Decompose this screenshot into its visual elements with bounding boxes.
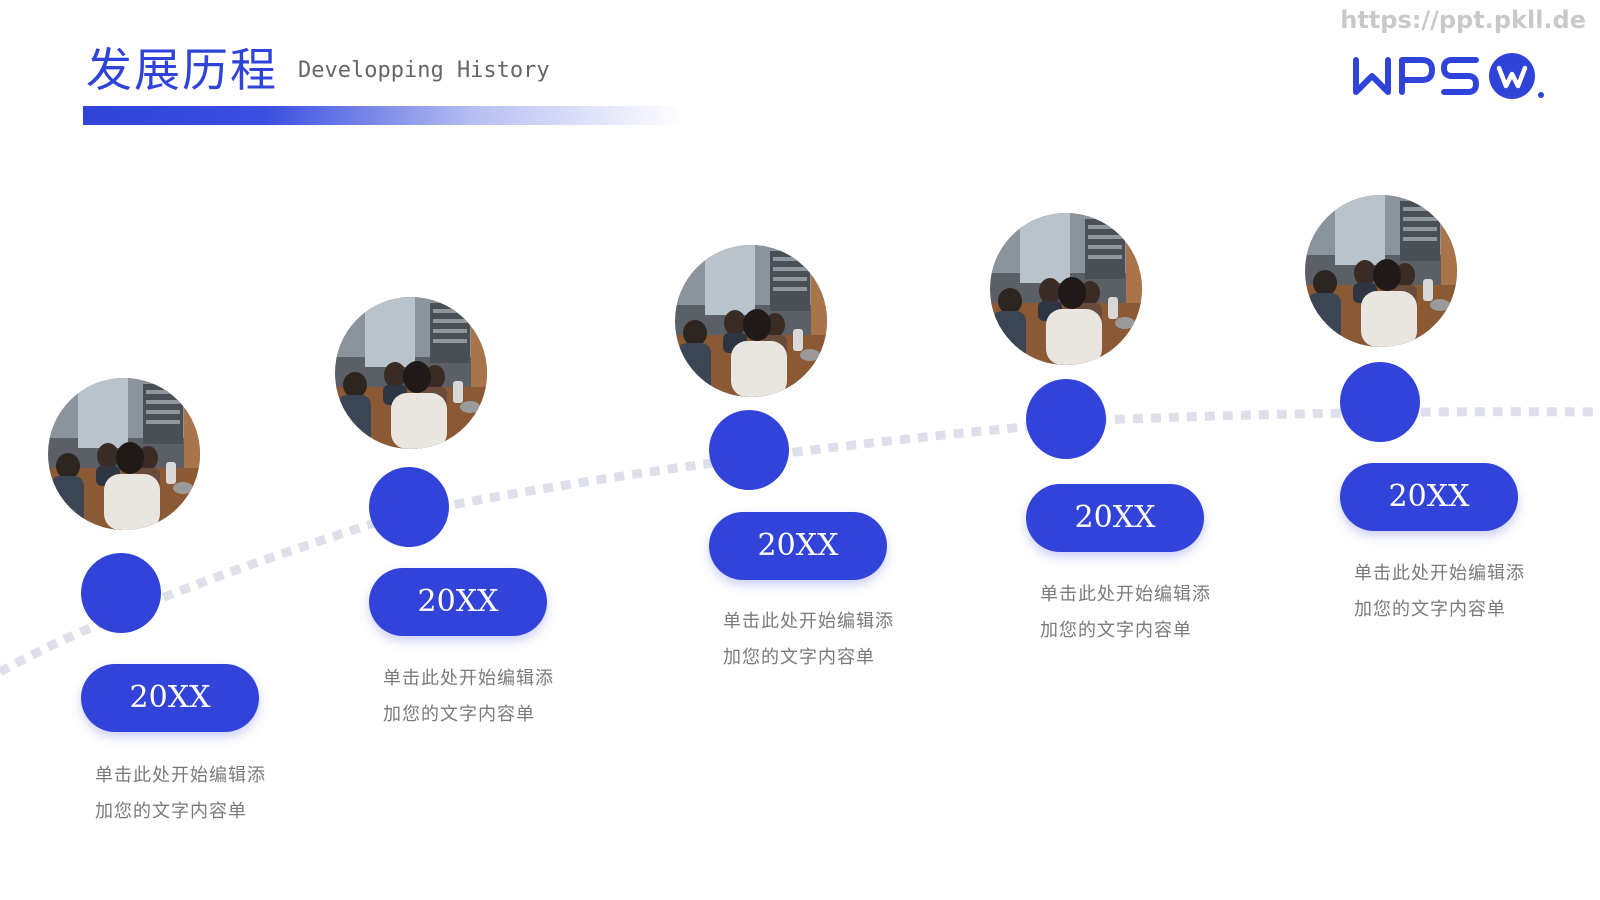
description-line: 加您的文字内容单 [723,647,875,668]
description-2: 单击此处开始编辑添 加您的文字内容单 [383,661,593,733]
timeline-photo-5 [1305,195,1457,347]
timeline-photo-2 [335,297,487,449]
year-label-4: 20XX [1026,484,1204,552]
title-underline-bar [83,106,683,125]
description-4: 单击此处开始编辑添 加您的文字内容单 [1040,577,1250,649]
page-subtitle: Developping History [298,58,550,83]
timeline-node-4 [1026,379,1106,459]
meeting-photo [1305,195,1457,347]
description-line: 加您的文字内容单 [1040,620,1192,641]
year-label-3: 20XX [709,512,887,580]
watermark-url: https://ppt.pkll.de [1340,6,1586,34]
meeting-photo [990,213,1142,365]
timeline-node-3 [709,410,789,490]
wps-logo [1353,53,1544,99]
timeline-node-2 [369,467,449,547]
description-line: 加您的文字内容单 [1354,599,1506,620]
year-label-2: 20XX [369,568,547,636]
description-5: 单击此处开始编辑添 加您的文字内容单 [1354,556,1564,628]
timeline-photo-1 [48,378,200,530]
page-title: 发展历程 [86,43,278,97]
description-line: 单击此处开始编辑添 [383,668,554,689]
description-line: 加您的文字内容单 [383,704,535,725]
timeline-photo-3 [675,245,827,397]
meeting-photo [335,297,487,449]
description-line: 单击此处开始编辑添 [723,611,894,632]
description-line: 单击此处开始编辑添 [1040,584,1211,605]
year-label-5: 20XX [1340,463,1518,531]
meeting-photo [675,245,827,397]
description-line: 加您的文字内容单 [95,801,247,822]
year-label-1: 20XX [81,664,259,732]
description-1: 单击此处开始编辑添 加您的文字内容单 [95,758,305,830]
timeline-photo-4 [990,213,1142,365]
timeline-node-5 [1340,362,1420,442]
meeting-photo [48,378,200,530]
timeline-node-1 [81,553,161,633]
description-line: 单击此处开始编辑添 [95,765,266,786]
description-3: 单击此处开始编辑添 加您的文字内容单 [723,604,933,676]
description-line: 单击此处开始编辑添 [1354,563,1525,584]
